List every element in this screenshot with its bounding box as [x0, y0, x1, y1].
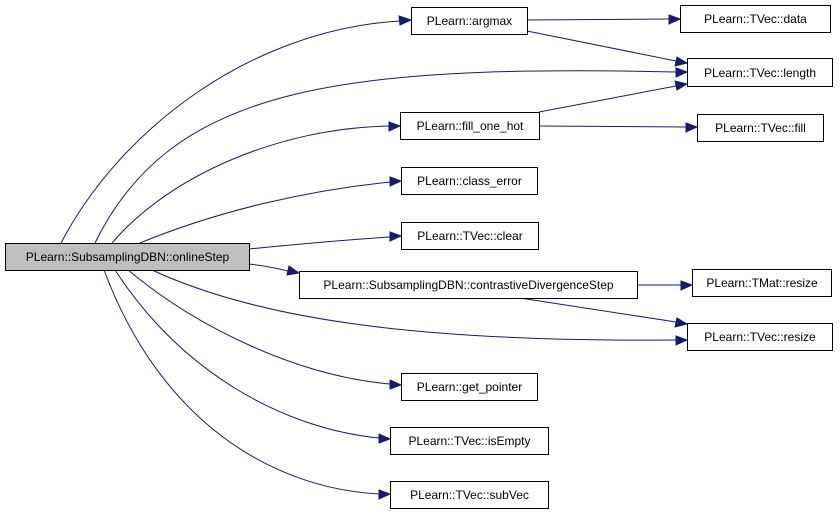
node-argmax-box — [411, 7, 528, 35]
node-get-pointer[interactable]: PLearn::get_pointer — [401, 373, 538, 401]
node-tvec-sub-vec[interactable]: PLearn::TVec::subVec — [390, 481, 549, 509]
node-fill-one-hot-box — [400, 112, 540, 140]
edge-root-to-is-empty-arrowhead — [378, 433, 392, 444]
node-tvec-length-box — [687, 58, 833, 87]
edge-root-to-get-pointer — [127, 269, 391, 385]
edge-root-to-argmax — [60, 20, 401, 244]
node-tvec-resize-label: PLearn::TVec::resize — [704, 330, 816, 344]
edge-root-to-sub-vec-arrowhead — [378, 489, 392, 500]
node-tvec-is-empty-label: PLearn::TVec::isEmpty — [408, 434, 530, 448]
node-tvec-resize-box — [687, 323, 833, 351]
edge-root-to-class-error-arrowhead — [389, 176, 403, 187]
edge-argmax-to-tvec-length-arrowhead — [674, 56, 689, 67]
edge-root-to-sub-vec — [103, 269, 380, 495]
edge-argmax-to-tvec-length — [526, 30, 677, 62]
node-fill-one-hot[interactable]: PLearn::fill_one_hot — [400, 112, 540, 140]
node-tvec-data-box — [680, 5, 831, 33]
edge-root-to-length — [94, 70, 677, 244]
edge-argmax-to-tvec-data-arrowhead — [668, 14, 682, 25]
edges — [60, 14, 699, 500]
node-tvec-length[interactable]: PLearn::TVec::length — [687, 58, 833, 87]
node-root-box — [5, 243, 250, 271]
node-tvec-length-label: PLearn::TVec::length — [704, 66, 816, 80]
node-tvec-sub-vec-box — [390, 481, 549, 509]
edge-argmax-to-tvec-data — [526, 18, 670, 21]
edge-root-to-tvec-resize — [151, 269, 677, 341]
node-class-error[interactable]: PLearn::class_error — [401, 167, 538, 195]
edge-root-to-fill-one-hot-arrowhead — [388, 121, 402, 132]
node-get-pointer-label: PLearn::get_pointer — [417, 380, 522, 394]
node-tmat-resize[interactable]: PLearn::TMat::resize — [692, 269, 832, 297]
edge-root-to-tvec-clear — [248, 236, 391, 250]
node-argmax-label: PLearn::argmax — [427, 14, 512, 28]
edge-root-to-class-error — [139, 181, 391, 244]
edge-root-to-fill-one-hot — [111, 125, 390, 244]
node-tvec-fill-label: PLearn::TVec::fill — [715, 121, 806, 135]
node-class-error-box — [401, 167, 538, 195]
node-fill-one-hot-label: PLearn::fill_one_hot — [417, 119, 524, 133]
node-argmax[interactable]: PLearn::argmax — [411, 7, 528, 35]
edge-fill-one-hot-to-tvec-fill — [538, 125, 687, 128]
node-contrastive-divergence-step[interactable]: PLearn::SubsamplingDBN::contrastiveDiver… — [299, 271, 638, 299]
node-tvec-is-empty-box — [390, 427, 549, 455]
edge-fill-one-hot-to-tvec-length — [538, 85, 677, 113]
node-tmat-resize-box — [692, 269, 832, 297]
edge-fill-one-hot-to-tvec-fill-arrowhead — [685, 122, 699, 133]
node-tvec-clear-box — [401, 222, 539, 250]
edge-contrastive-divergence-to-tmat-resize-arrowhead — [680, 280, 694, 291]
node-tvec-data-label: PLearn::TVec::data — [704, 12, 807, 26]
edge-root-to-is-empty — [114, 269, 380, 439]
edge-contrastive-divergence-to-tvec-resize — [519, 297, 677, 323]
node-class-error-label: PLearn::class_error — [417, 174, 522, 188]
edge-contrastive-divergence-to-tvec-resize-arrowhead — [674, 317, 689, 328]
node-get-pointer-box — [401, 373, 538, 401]
node-tvec-clear[interactable]: PLearn::TVec::clear — [401, 222, 539, 250]
node-root[interactable]: PLearn::SubsamplingDBN::onlineStep — [5, 243, 250, 271]
edge-root-to-contrastive-divergence — [248, 263, 289, 272]
edge-root-to-argmax-arrowhead — [398, 15, 413, 26]
node-tvec-sub-vec-label: PLearn::TVec::subVec — [410, 488, 529, 502]
node-tvec-fill-box — [697, 114, 824, 142]
edge-root-to-length-arrowhead — [675, 67, 689, 78]
node-tvec-resize[interactable]: PLearn::TVec::resize — [687, 323, 833, 351]
node-tvec-fill[interactable]: PLearn::TVec::fill — [697, 114, 824, 142]
node-tvec-is-empty[interactable]: PLearn::TVec::isEmpty — [390, 427, 549, 455]
edge-root-to-contrastive-divergence-arrowhead — [286, 265, 301, 276]
edge-fill-one-hot-to-tvec-length-arrowhead — [674, 80, 689, 91]
node-tvec-data[interactable]: PLearn::TVec::data — [680, 5, 831, 33]
node-tmat-resize-label: PLearn::TMat::resize — [706, 276, 818, 290]
node-contrastive-divergence-step-box — [299, 271, 638, 299]
edge-root-to-get-pointer-arrowhead — [389, 379, 403, 390]
node-contrastive-divergence-step-label: PLearn::SubsamplingDBN::contrastiveDiver… — [323, 278, 613, 292]
edge-root-to-tvec-clear-arrowhead — [389, 231, 403, 242]
edge-root-to-tvec-resize-arrowhead — [675, 335, 689, 346]
node-root-label: PLearn::SubsamplingDBN::onlineStep — [26, 250, 230, 264]
node-tvec-clear-label: PLearn::TVec::clear — [417, 229, 522, 243]
